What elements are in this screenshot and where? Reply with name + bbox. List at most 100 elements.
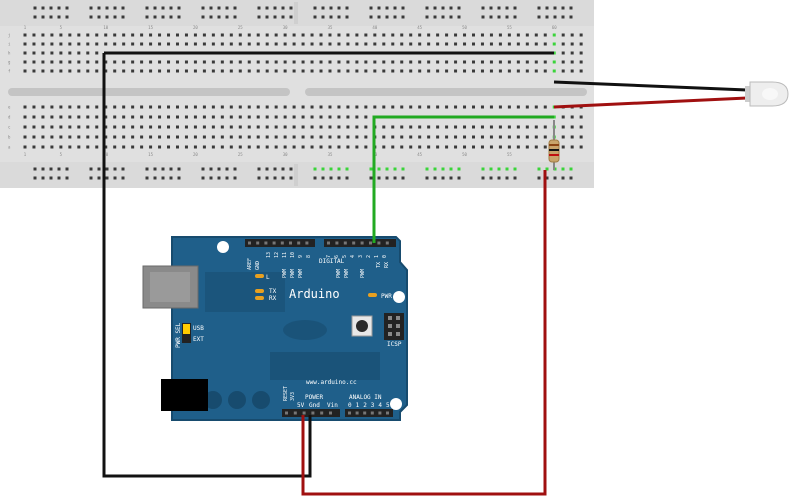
mount-hole-3 [390,398,402,410]
breadboard-hole [364,69,368,73]
breadboard-hole [418,69,422,73]
rail-gap-top [294,2,298,24]
breadboard-hole [23,135,27,139]
rail-hole [105,176,109,180]
digital-pin-number: 3 [358,255,364,258]
breadboard-hole [310,135,314,139]
breadboard-hole [175,33,179,37]
rail-hole [265,6,269,10]
breadboard-hole [525,60,529,64]
breadboard-hole [382,69,386,73]
breadboard-hole [247,69,251,73]
breadboard-hole [238,69,242,73]
breadboard-hole [337,33,341,37]
breadboard-hole [247,135,251,139]
breadboard-hole [50,51,54,55]
rail-hole [41,167,45,171]
rail-hole [449,15,453,19]
breadboard-hole [274,33,278,37]
pwm-label-10: PWM [290,269,296,278]
digital-pin-number: 2 [366,255,372,258]
rail-hole [337,6,341,10]
rail-hole [569,15,573,19]
breadboard-hole [158,105,162,109]
breadboard-hole [337,135,341,139]
header-pin [264,241,268,245]
breadboard-hole [95,42,99,46]
column-number: 30 [283,152,288,157]
rail-hole [161,176,165,180]
breadboard-hole [68,69,72,73]
breadboard-hole [193,60,197,64]
rail-hole [425,6,429,10]
breadboard-hole [480,135,484,139]
breadboard-hole [229,145,233,149]
row-letter: i [8,42,11,47]
breadboard-hole [310,42,314,46]
rail-hole [113,6,117,10]
breadboard-hole [265,69,269,73]
breadboard-hole [274,42,278,46]
breadboard-hole [202,33,206,37]
rail-hole [537,176,541,180]
header-pin [343,241,347,245]
breadboard-hole [265,145,269,149]
breadboard-hole [68,42,72,46]
rail-hole [233,167,237,171]
rail-hole [449,176,453,180]
pin-vin-label: Vin [327,402,338,409]
breadboard-hole [355,115,359,119]
breadboard-hole [104,33,108,37]
rail-hole [369,15,373,19]
breadboard-hole [445,145,449,149]
breadboard-hole [211,60,215,64]
breadboard-hole [283,105,287,109]
breadboard-hole [409,60,413,64]
rail-hole [401,15,405,19]
rail-hole [481,167,485,171]
breadboard-hole [77,69,81,73]
breadboard-hole [86,33,90,37]
breadboard-hole [516,42,520,46]
rail-hole [33,176,37,180]
breadboard-hole [41,33,45,37]
tx-pin-label: TX [376,262,382,268]
breadboard-hole [140,42,144,46]
breadboard-hole [427,135,431,139]
breadboard-hole [59,105,63,109]
breadboard-hole [131,105,135,109]
breadboard-hole [552,115,556,119]
column-number: 10 [103,152,108,157]
rail-hole [33,15,37,19]
breadboard-hole [337,69,341,73]
breadboard-hole [480,69,484,73]
icsp-header [384,313,404,340]
rail-hole [433,15,437,19]
breadboard-hole [32,135,36,139]
breadboard-hole [149,33,153,37]
rail-hole [177,176,181,180]
breadboard-hole [346,115,350,119]
board-url: www.arduino.cc [306,379,357,386]
breadboard-hole [445,125,449,129]
breadboard-hole [579,135,583,139]
rail-hole [97,176,101,180]
row-letter: f [8,69,11,74]
breadboard-hole [68,60,72,64]
breadboard-hole [292,115,296,119]
breadboard-hole [400,42,404,46]
breadboard-hole [319,125,323,129]
breadboard-hole [23,115,27,119]
rail-hole [33,167,37,171]
breadboard-hole [507,135,511,139]
breadboard-hole [498,60,502,64]
column-number: 50 [462,152,467,157]
breadboard-hole [561,69,565,73]
breadboard-hole [68,105,72,109]
breadboard-hole [149,115,153,119]
breadboard-hole [543,60,547,64]
header-pin [272,241,276,245]
breadboard-hole [507,60,511,64]
breadboard-hole [400,125,404,129]
breadboard-hole [283,115,287,119]
